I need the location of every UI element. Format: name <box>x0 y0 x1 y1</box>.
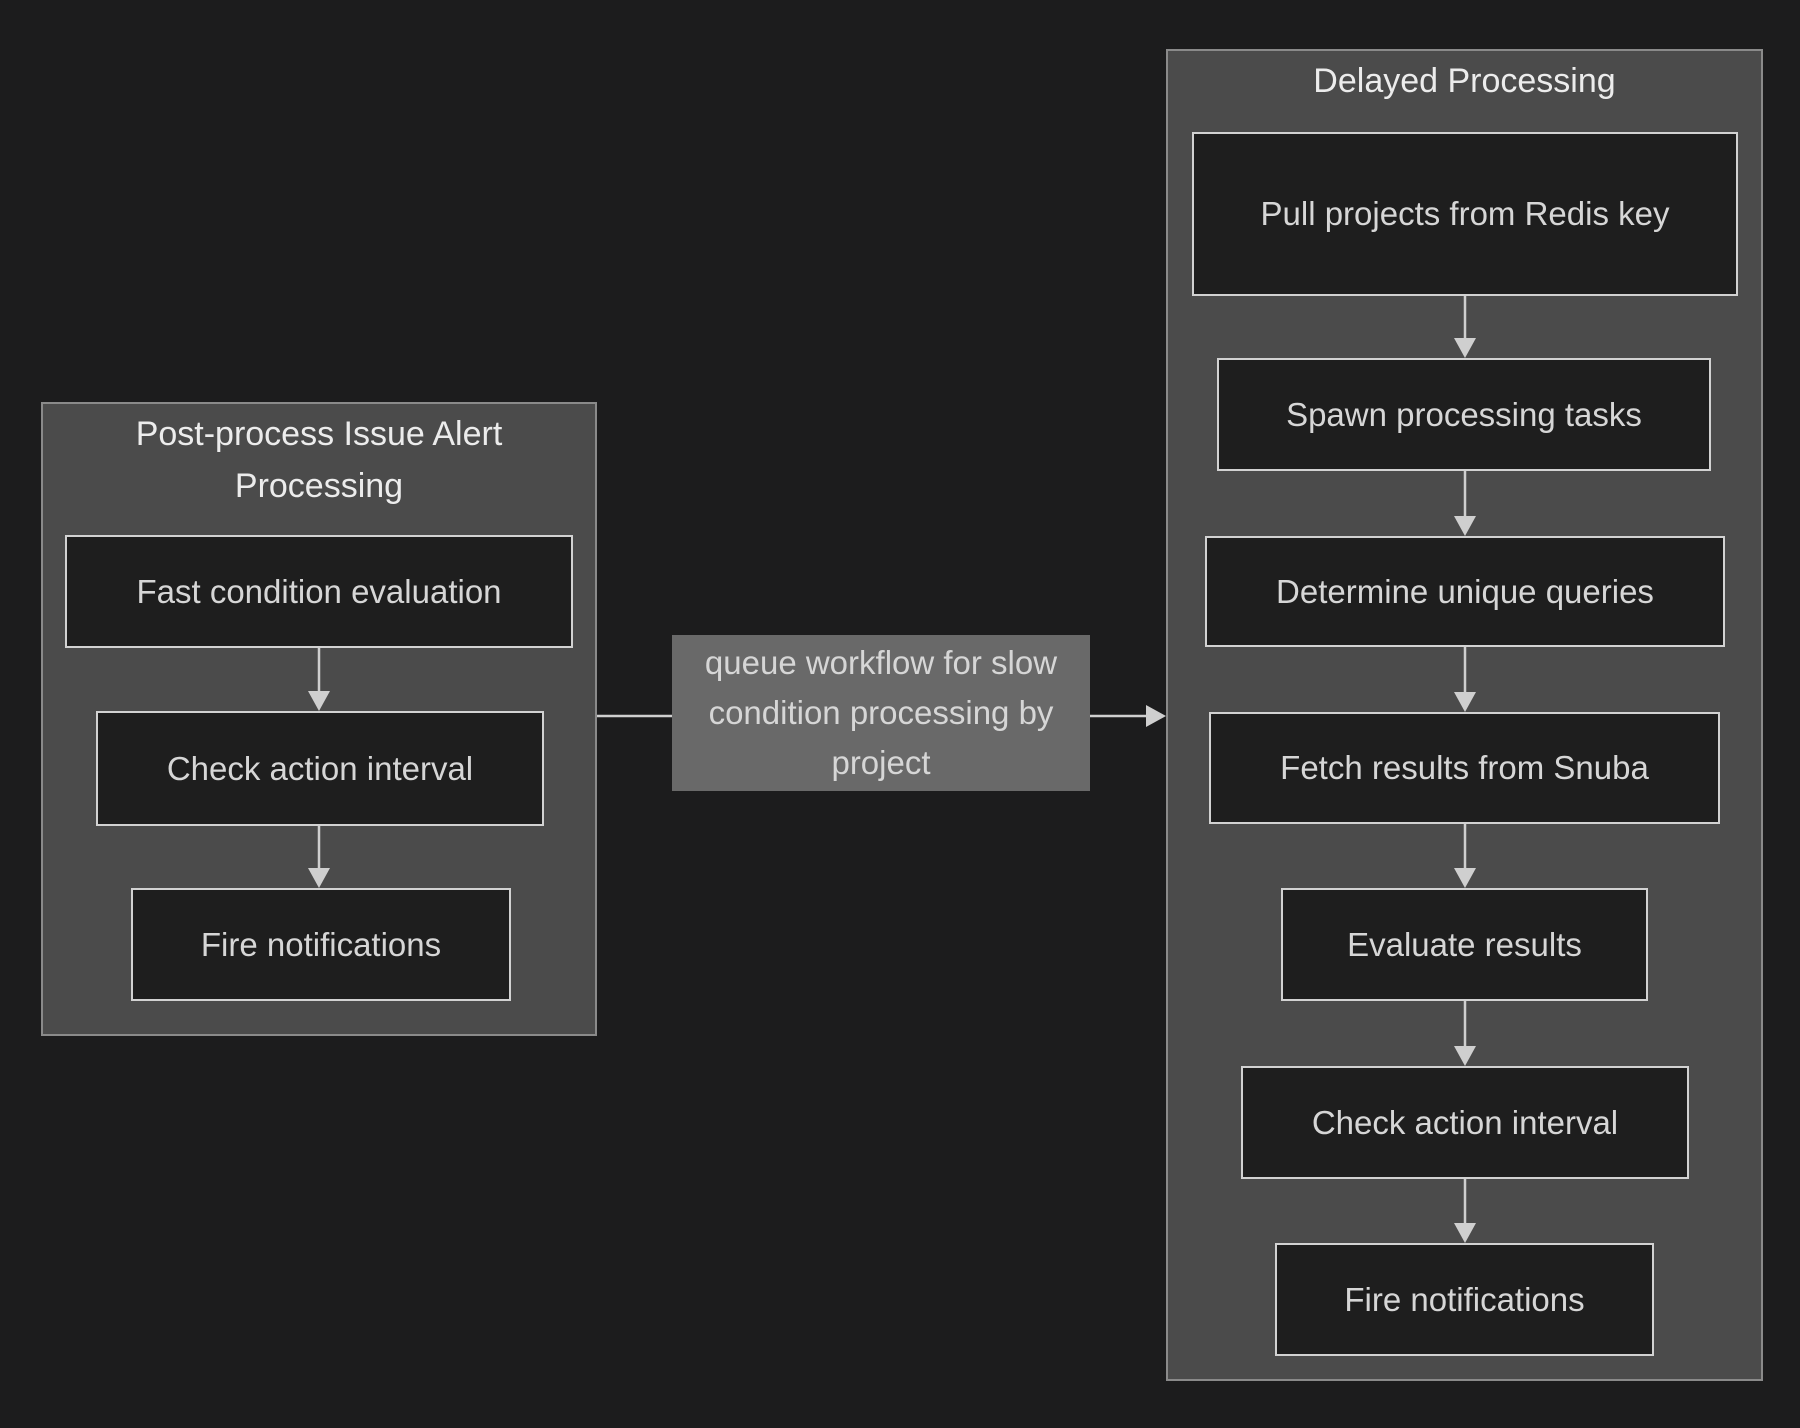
node-label: Fire notifications <box>200 925 442 963</box>
edge-label-queue-workflow: queue workflow for slow condition proces… <box>672 635 1090 791</box>
node-label: Check action interval <box>166 749 474 787</box>
node-label: Pull projects from Redis key <box>1260 195 1670 232</box>
node-fast-condition-evaluation: Fast condition evaluation <box>65 535 573 648</box>
node-evaluate-results: Evaluate results <box>1281 888 1648 1001</box>
node-check-action-interval-left: Check action interval <box>96 711 544 826</box>
node-label: Determine unique queries <box>1276 572 1654 610</box>
node-label: Evaluate results <box>1347 925 1582 963</box>
edge-label-text: queue workflow for slow condition proces… <box>704 644 1058 781</box>
node-spawn-processing-tasks: Spawn processing tasks <box>1217 358 1711 471</box>
node-fire-notifications-left: Fire notifications <box>131 888 511 1001</box>
cluster-title-post-process: Post-process Issue Alert Processing <box>135 415 503 505</box>
cluster-title-delayed-processing: Delayed Processing <box>1313 62 1616 100</box>
node-fetch-results-from-snuba: Fetch results from Snuba <box>1209 712 1720 824</box>
arrowhead <box>1146 705 1166 727</box>
node-label: Fast condition evaluation <box>136 572 502 610</box>
node-label: Fire notifications <box>1344 1280 1585 1318</box>
node-label: Spawn processing tasks <box>1286 395 1642 433</box>
node-pull-projects-from-redis-key: Pull projects from Redis key <box>1192 132 1738 296</box>
node-label: Check action interval <box>1311 1103 1619 1141</box>
node-fire-notifications-right: Fire notifications <box>1275 1243 1654 1356</box>
node-label: Fetch results from Snuba <box>1280 749 1649 786</box>
node-determine-unique-queries: Determine unique queries <box>1205 536 1725 647</box>
node-check-action-interval-right: Check action interval <box>1241 1066 1689 1179</box>
